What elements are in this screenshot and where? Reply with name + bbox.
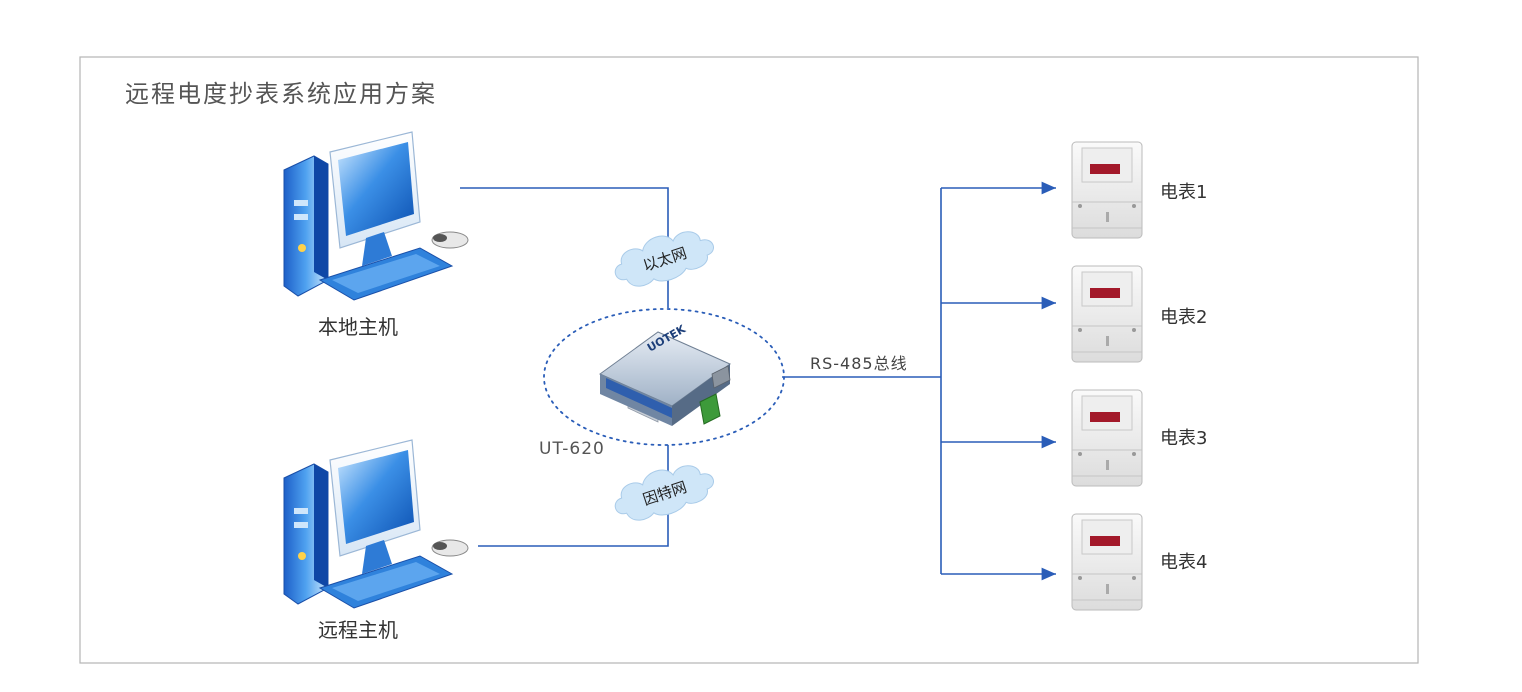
meter-4-icon	[1071, 513, 1143, 611]
converter-highlight-ring	[543, 308, 785, 446]
meter-4-label: 电表4	[1160, 552, 1207, 573]
ethernet-cloud-icon: 以太网	[614, 231, 714, 287]
meter-2-icon	[1071, 265, 1143, 363]
diagram-title: 远程电度抄表系统应用方案	[125, 80, 437, 108]
local-host-label: 本地主机	[318, 315, 398, 339]
local-host-computer-icon	[283, 131, 469, 301]
internet-cloud-icon: 因特网	[614, 465, 714, 521]
converter-model-label: UT-620	[539, 439, 605, 459]
remote-host-label: 远程主机	[318, 618, 398, 642]
rs485-bus-label: RS-485总线	[810, 354, 908, 373]
meter-3-icon	[1071, 389, 1143, 487]
meter-1-label: 电表1	[1160, 182, 1207, 203]
meter-2-label: 电表2	[1160, 307, 1207, 328]
remote-host-computer-icon	[283, 439, 469, 609]
diagram-frame	[79, 56, 1419, 664]
meter-3-label: 电表3	[1160, 428, 1207, 449]
meter-1-icon	[1071, 141, 1143, 239]
